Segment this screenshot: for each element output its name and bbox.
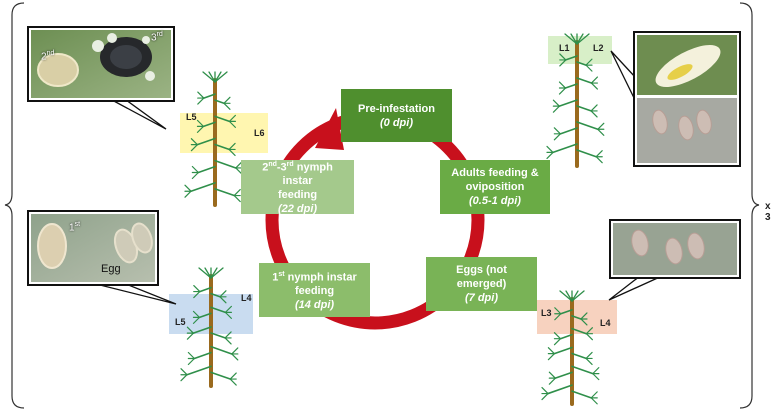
- leaf-label-br-2: L4: [600, 318, 611, 328]
- leaf-label-br-1: L3: [541, 308, 552, 318]
- plants: [180, 33, 605, 406]
- photo-bottom-left: [27, 210, 159, 286]
- photo-bottom-right: [609, 219, 741, 279]
- stage-first-nymph: 1st nymph instar feeding (14 dpi): [259, 263, 370, 317]
- photo-label-egg: Egg: [101, 263, 121, 275]
- stage-eggs: Eggs (not emerged) (7 dpi): [426, 257, 537, 311]
- stage-dpi: (0.5-1 dpi): [469, 195, 521, 207]
- stage-title-line2: feeding: [277, 189, 318, 202]
- left-brace: [4, 2, 25, 409]
- stage-dpi: (22 dpi): [277, 203, 318, 216]
- right-brace: [739, 2, 760, 409]
- stage-title: 1st nymph instar feeding: [272, 270, 357, 298]
- stage-dpi: (0 dpi): [380, 116, 413, 129]
- stage-dpi: (14 dpi): [294, 299, 335, 312]
- plant-bottom-right: [541, 290, 600, 406]
- stage-adults-feeding: Adults feeding & oviposition (0.5-1 dpi): [440, 160, 550, 214]
- leaf-label-bl-2: L4: [241, 293, 252, 303]
- callout-pointer-top-left: [111, 99, 167, 130]
- stage-title: Pre-infestation: [357, 102, 435, 115]
- stage-pre-infestation: Pre-infestation (0 dpi): [341, 89, 452, 142]
- plant-top-right: [546, 33, 605, 168]
- photo-label-2nd: 2nd: [41, 50, 55, 63]
- stage-title: Adults feeding &: [451, 167, 539, 179]
- leaf-label-tr-1: L1: [559, 43, 570, 53]
- stage-second-third-nymph: 2nd-3rd nymph instar feeding (22 dpi): [241, 160, 354, 216]
- stage-title-line2: oviposition: [465, 181, 525, 193]
- plant-top-left: [184, 71, 243, 207]
- leaf-label-tl-2: L6: [254, 128, 265, 138]
- leaf-label-bl-1: L5: [175, 317, 186, 327]
- leaf-label-tr-2: L2: [593, 43, 604, 53]
- stage-dpi: (7 dpi): [465, 292, 498, 304]
- callout-pointer-bottom-left: [95, 283, 177, 305]
- stage-title: Eggs (not emerged): [456, 264, 507, 290]
- callout-pointer-top-right: [610, 50, 637, 103]
- stage-title: 2nd-3rd nymph instar: [262, 160, 333, 188]
- photo-label-1st: 1st: [69, 221, 81, 234]
- plant-bottom-left: [180, 267, 239, 388]
- cycle-arrowhead: [315, 108, 344, 150]
- leaf-label-tl-1: L5: [186, 112, 197, 122]
- repeat-count: x 3: [765, 201, 771, 223]
- callout-pointer-bottom-right: [608, 275, 663, 301]
- photo-top-left: [27, 26, 175, 102]
- photo-top-right: [633, 31, 741, 167]
- photo-label-3rd: 3rd: [151, 31, 163, 44]
